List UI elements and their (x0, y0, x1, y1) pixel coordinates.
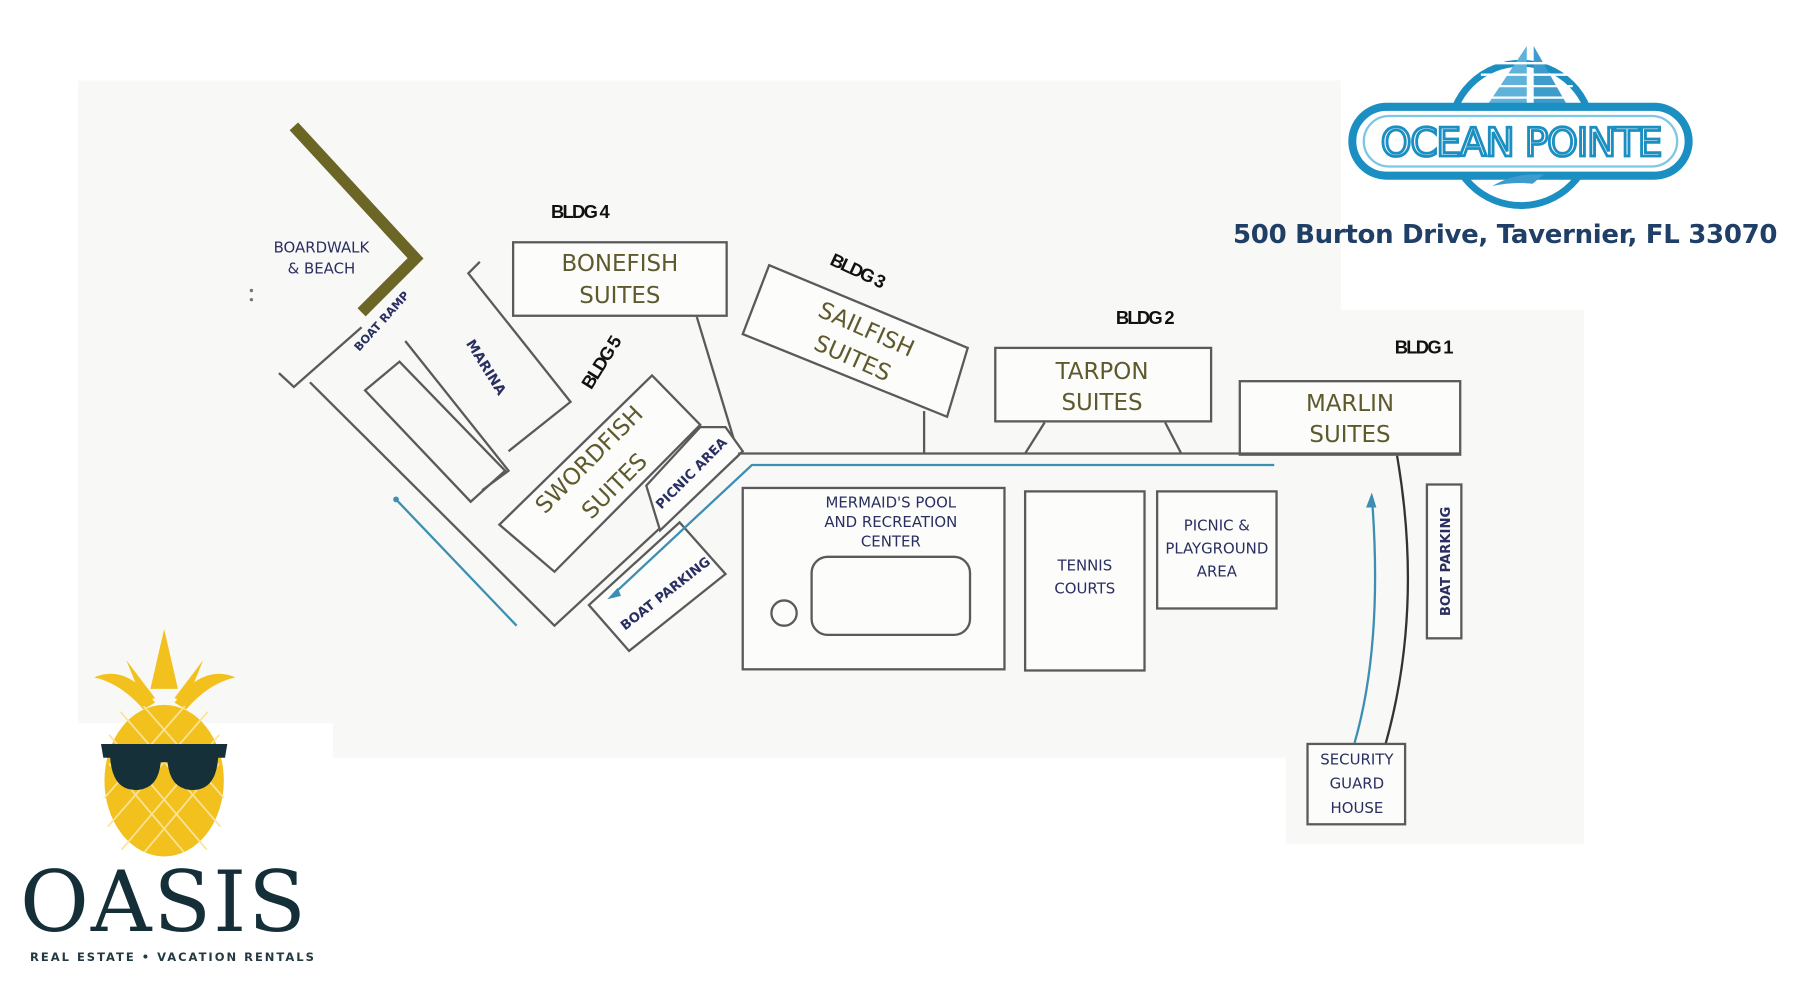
pool-shape (810, 555, 972, 637)
dot (249, 297, 254, 302)
boardwalk-label-2: & BEACH (288, 259, 356, 277)
pool-label-2: AND RECREATION (824, 513, 957, 531)
bldg-2-label: BLDG 2 (1116, 307, 1175, 328)
security-label-2: GUARD (1330, 775, 1385, 793)
tennis-label-1: TENNIS (1056, 557, 1112, 575)
marina-slip (363, 360, 507, 504)
security-label-1: SECURITY (1320, 751, 1394, 769)
picnic-playground-area[interactable] (1155, 490, 1278, 610)
logo-banner-inner (1362, 114, 1679, 168)
tarpon-suites-label: SUITES (1061, 390, 1142, 416)
logo-text: OCEAN POINTE (1381, 121, 1662, 166)
tennis-courts[interactable] (1023, 490, 1146, 672)
agency-name: OASIS (20, 853, 308, 951)
boardwalk-chevron (289, 122, 424, 317)
boat-parking-left[interactable] (587, 520, 728, 653)
tarpon-name: TARPON (1055, 359, 1149, 385)
connector (1024, 421, 1046, 455)
connector (1164, 421, 1183, 455)
picnic-area[interactable] (645, 425, 745, 533)
pool-recreation-center[interactable] (741, 486, 1006, 671)
boardwalk-label: BOARDWALK (274, 239, 371, 257)
route-marker (393, 496, 399, 503)
route-arrow-up (1366, 492, 1377, 508)
playground-label-2: PLAYGROUND (1165, 539, 1268, 557)
marlin-suites[interactable] (1238, 380, 1462, 456)
security-label-3: HOUSE (1331, 799, 1384, 817)
tennis-label-2: COURTS (1054, 580, 1115, 598)
security-guard-house[interactable] (1306, 742, 1407, 826)
bonefish-name: BONEFISH (561, 251, 678, 277)
swordfish-suites[interactable] (497, 373, 702, 574)
sailfish-suites[interactable] (741, 263, 970, 419)
agency-tagline: REAL ESTATE • VACATION RENTALS (30, 950, 316, 964)
marlin-suites-label: SUITES (1309, 422, 1390, 448)
bldg-1-label: BLDG 1 (1395, 337, 1454, 358)
bonefish-suites-label: SUITES (579, 283, 660, 309)
connector (695, 316, 740, 454)
pool-label-1: MERMAID'S POOL (825, 493, 956, 511)
route-entry (1353, 495, 1377, 744)
resort-address: 500 Burton Drive, Tavernier, FL 33070 (1233, 220, 1778, 250)
marlin-name: MARLIN (1306, 391, 1394, 417)
dot (249, 288, 254, 293)
playground-label-3: AREA (1197, 562, 1238, 580)
route-main (613, 463, 1275, 595)
route-arrow-left (607, 587, 622, 600)
bonefish-suites[interactable] (511, 241, 728, 317)
bldg-4-label: BLDG 4 (551, 201, 611, 222)
boat-parking-right-label: BOAT PARKING (1439, 507, 1454, 616)
hot-tub-shape (770, 599, 798, 627)
marina-pier-upper (466, 260, 573, 453)
wave-icon (1492, 174, 1545, 187)
pineapple-icon (94, 629, 236, 857)
ocean-pointe-logo: OCEAN POINTE (1348, 45, 1693, 209)
playground-label-1: PICNIC & (1184, 516, 1250, 534)
sunglasses-icon (101, 743, 228, 791)
entry-road (1384, 455, 1410, 745)
boat-ramp-outline (278, 326, 363, 389)
pool-label-3: CENTER (861, 532, 921, 550)
route-west (395, 498, 518, 627)
boat-parking-right[interactable] (1425, 483, 1463, 640)
tarpon-suites[interactable] (994, 346, 1213, 423)
